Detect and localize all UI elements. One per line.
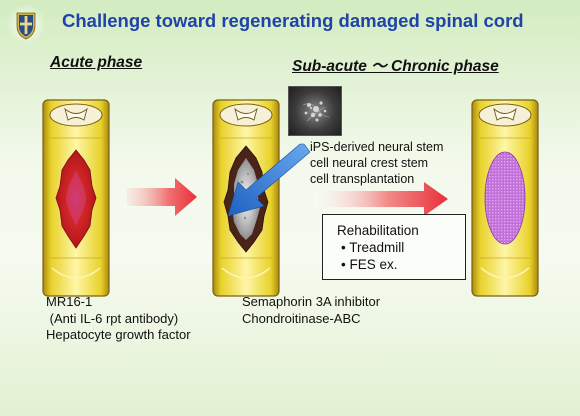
progression-arrow-2 — [314, 182, 448, 216]
acute-treatments: MR16-1 (Anti IL-6 rpt antibody) Hepatocy… — [46, 294, 191, 344]
transplant-caption-line: cell transplantation — [310, 172, 415, 186]
university-emblem-icon — [6, 4, 46, 44]
transplant-caption-line: iPS-derived neural stem — [310, 140, 444, 154]
acute-treatment-line: (Anti IL-6 rpt antibody) — [46, 310, 179, 326]
rehabilitation-list: • Treadmill • FES ex. — [337, 239, 455, 273]
rehabilitation-title: Rehabilitation — [337, 223, 419, 238]
rehabilitation-item: • Treadmill — [341, 240, 405, 255]
transplant-arrow — [227, 143, 310, 217]
chronic-treatment-line: Semaphorin 3A inhibitor — [242, 294, 381, 309]
transplant-caption: iPS-derived neural stem cell neural cres… — [310, 139, 460, 187]
chronic-phase-heading: Sub-acute 〜 Chronic phase — [292, 58, 499, 75]
acute-spinal-cord-illustration — [42, 99, 110, 297]
rehabilitation-box: Rehabilitation • Treadmill • FES ex. — [322, 214, 466, 280]
acute-treatment-line: Hepatocyte growth factor — [46, 327, 191, 342]
acute-treatment-line: MR16-1 — [46, 294, 93, 309]
progression-arrow-1 — [127, 178, 197, 216]
chronic-treatment-line: Chondroitinase-ABC — [242, 310, 361, 326]
transplant-caption-line: cell neural crest stem — [310, 156, 429, 170]
chronic-treatments: Semaphorin 3A inhibitor Chondroitinase-A… — [242, 294, 380, 327]
acute-phase-heading: Acute phase — [50, 54, 143, 71]
slide-title: Challenge toward regenerating damaged sp… — [62, 10, 524, 31]
regenerated-spinal-cord-illustration — [471, 99, 539, 297]
cell-micrograph-image — [288, 86, 342, 136]
rehabilitation-item: • FES ex. — [341, 257, 398, 272]
